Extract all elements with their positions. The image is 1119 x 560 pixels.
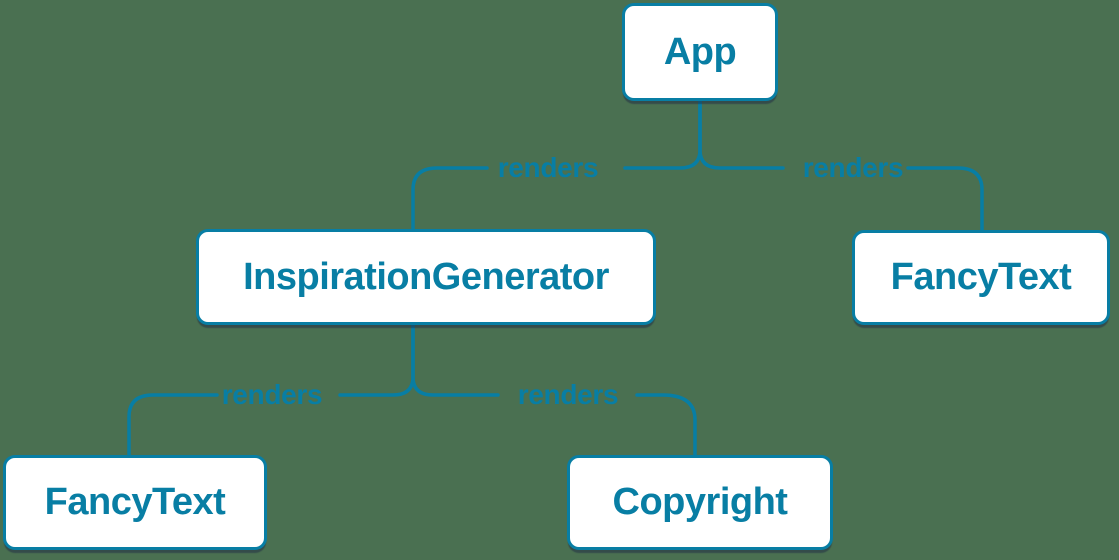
- edge-line: [127, 393, 219, 457]
- node-label: InspirationGenerator: [243, 255, 609, 298]
- edge-label-renders: renders: [802, 152, 904, 183]
- edge-label-renders: renders: [221, 379, 323, 410]
- node-label: Copyright: [612, 481, 788, 523]
- node-inspiration-generator: InspirationGenerator: [196, 229, 656, 325]
- node-copyright: Copyright: [567, 455, 833, 550]
- node-fancy-text-top: FancyText: [852, 230, 1110, 325]
- edge-line: [411, 166, 489, 231]
- edge-line: [623, 99, 702, 170]
- edge-app-to-fancytext: [698, 99, 984, 232]
- edge-line: [906, 166, 984, 232]
- edge-label-renders: renders: [517, 379, 619, 410]
- edge-line: [338, 322, 415, 397]
- node-label: FancyText: [44, 481, 226, 523]
- edge-label-renders: renders: [497, 152, 599, 183]
- node-app: App: [622, 3, 778, 101]
- edge-inspirationgenerator-to-copyright: [411, 322, 697, 457]
- node-label: FancyText: [890, 256, 1072, 298]
- node-fancy-text-bottom: FancyText: [3, 455, 267, 550]
- edge-line: [635, 393, 697, 457]
- node-label: App: [663, 30, 737, 73]
- edge-line: [698, 99, 785, 170]
- edge-line: [411, 322, 500, 397]
